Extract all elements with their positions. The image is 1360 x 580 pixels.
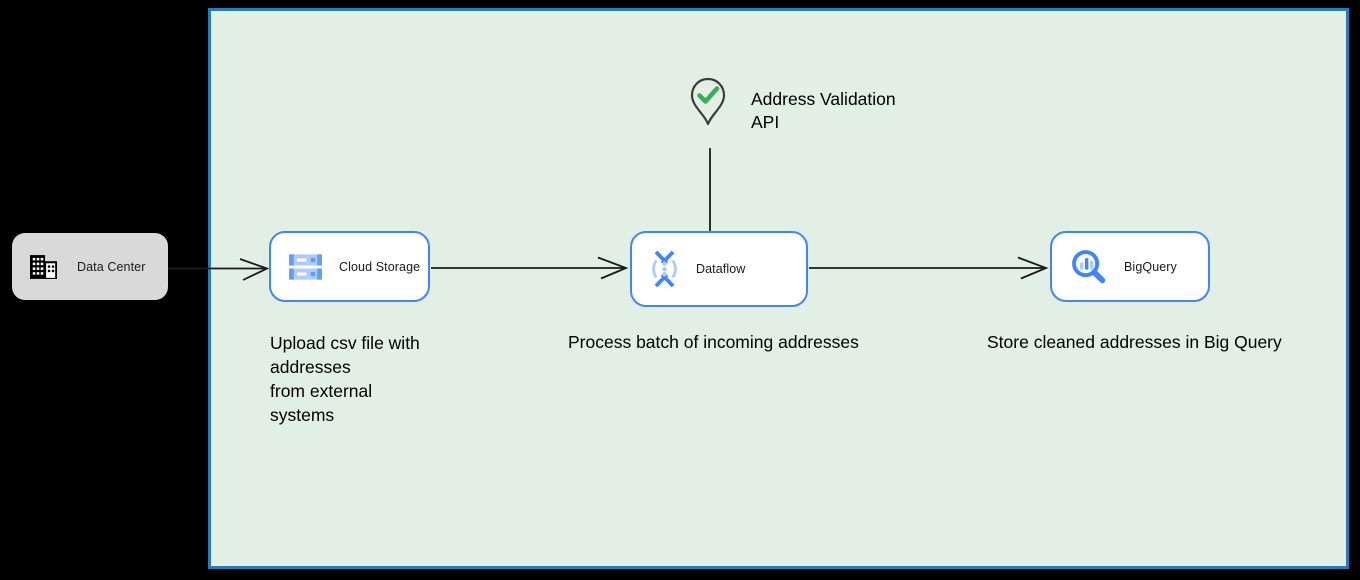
map-pin-checkmark-icon xyxy=(690,77,726,126)
node-cloud-storage-label: Cloud Storage xyxy=(339,259,421,274)
caption-store-cleaned: Store cleaned addresses in Big Query xyxy=(987,332,1282,352)
node-dataflow[interactable]: Dataflow xyxy=(630,231,808,307)
cloud-storage-icon xyxy=(289,253,322,280)
node-bigquery[interactable]: BigQuery xyxy=(1050,231,1210,302)
building-icon xyxy=(30,254,57,279)
bigquery-magnifier-icon xyxy=(1072,250,1106,284)
node-bigquery-label: BigQuery xyxy=(1124,259,1177,274)
caption-process-batch: Process batch of incoming addresses xyxy=(568,332,859,352)
checkmark-icon xyxy=(697,86,720,104)
node-cloud-storage[interactable]: Cloud Storage xyxy=(269,231,430,302)
dataflow-icon xyxy=(652,250,677,288)
node-data-center[interactable]: Data Center xyxy=(12,233,168,300)
node-data-center-label: Data Center xyxy=(77,259,146,274)
node-dataflow-label: Dataflow xyxy=(696,262,746,276)
address-validation-label: Address Validation API xyxy=(751,89,896,132)
address-validation-pin[interactable] xyxy=(688,77,728,135)
caption-upload-csv: Upload csv file with addresses from exte… xyxy=(270,333,420,425)
